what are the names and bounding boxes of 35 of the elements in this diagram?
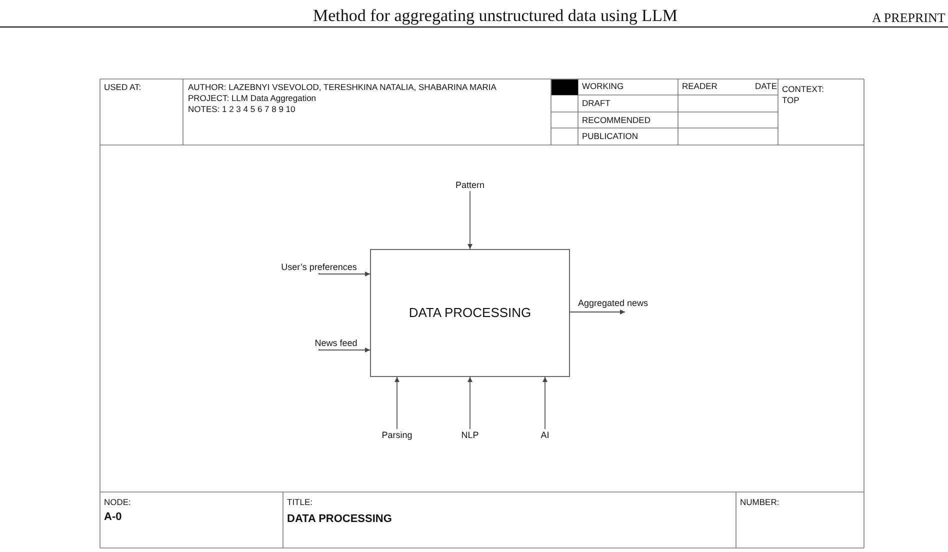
form-field-label: RECOMMENDED: [582, 115, 650, 126]
arrow-label: Pattern: [450, 179, 490, 191]
arrow: [542, 376, 548, 430]
arrow-label: News feed: [311, 337, 361, 349]
arrow: [468, 376, 472, 430]
arrow: [570, 310, 626, 314]
form-field-label: CONTEXT:: [782, 84, 824, 95]
form-field-label: USED AT:: [104, 82, 142, 93]
arrow-label: Aggregated news: [574, 297, 652, 309]
form-field-label: NODE:: [104, 497, 131, 508]
arrow: [394, 376, 400, 430]
form-field-label: WORKING: [582, 81, 624, 92]
form-field-label: DRAFT: [582, 98, 610, 109]
arrow-label: NLP: [458, 429, 482, 441]
form-field-label: A-0: [104, 510, 122, 525]
form-field-label: TITLE:: [287, 497, 313, 508]
form-field-label: DATA PROCESSING: [287, 512, 392, 527]
form-field-label: PUBLICATION: [582, 131, 638, 142]
form-field-label: TOP: [782, 95, 800, 106]
form-field-label: NUMBER:: [740, 497, 780, 508]
arrow-label: Parsing: [379, 429, 415, 441]
arrow-label: User’s preferences: [276, 261, 362, 273]
form-field-label: PROJECT: LLM Data Aggregation: [188, 93, 316, 104]
form-field-label: READER: [682, 81, 718, 92]
arrow: [318, 348, 370, 352]
form-field-label: AUTHOR: LAZEBNYI VSEVOLOD, TERESHKINA NATALIA, SHABARINA MARIA: [188, 82, 496, 93]
activity-box: [370, 249, 570, 377]
arrow: [318, 272, 370, 276]
form-field-label: DATE: [755, 81, 778, 92]
form-field-label: NOTES: 1 2 3 4 5 6 7 8 9 10: [188, 104, 296, 115]
running-head: A PREPRINT: [872, 9, 946, 26]
arrow-label: AI: [538, 429, 552, 441]
running-title: Method for aggregating unstructured data using LLM: [313, 5, 678, 26]
activity-title: DATA PROCESSING: [408, 307, 532, 319]
arrow: [468, 190, 472, 250]
